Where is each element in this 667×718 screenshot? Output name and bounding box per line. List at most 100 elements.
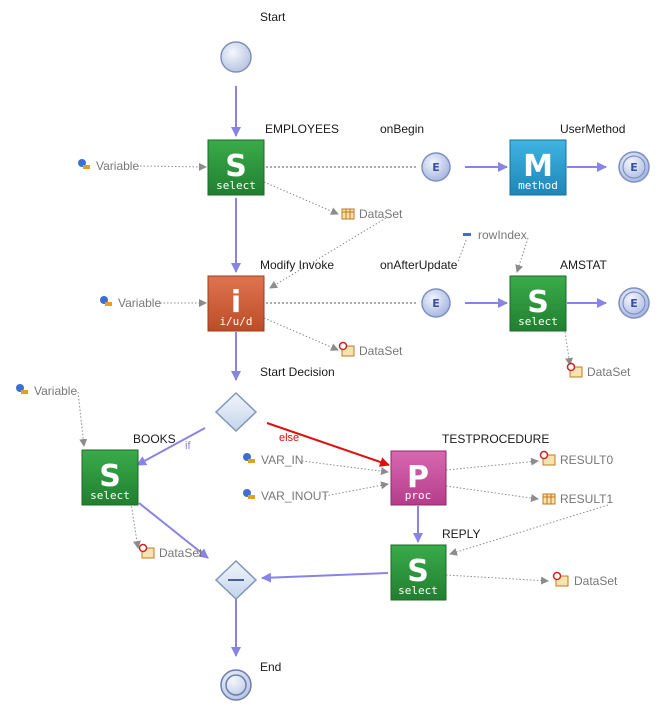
- result0-item[interactable]: RESULT0: [539, 450, 614, 468]
- var-inout-item[interactable]: VAR_INOUT: [243, 489, 329, 503]
- variable-icon: [243, 489, 255, 499]
- books-select-node[interactable]: S select: [81, 449, 139, 506]
- row-index-item[interactable]: rowIndex: [463, 228, 527, 242]
- edge-decision-books[interactable]: [136, 427, 206, 466]
- user-method-end-event[interactable]: E: [618, 151, 650, 183]
- edge-books-merge[interactable]: [138, 502, 209, 559]
- dataset-result-icon: [552, 571, 569, 587]
- data-edge: [449, 504, 609, 556]
- dataset-item[interactable]: DataSet: [138, 543, 204, 561]
- data-edge: [445, 485, 539, 502]
- else-branch-label: else: [279, 432, 299, 444]
- data-edges: [77, 162, 609, 585]
- iud-glyph: i: [231, 285, 241, 320]
- dataset-label: DataSet: [574, 574, 618, 588]
- dataset-result-icon: [338, 341, 355, 357]
- variable-item[interactable]: Variable: [78, 159, 139, 173]
- node-type-label: select: [518, 315, 558, 328]
- merge-gateway[interactable]: [214, 559, 258, 601]
- select-glyph: S: [99, 459, 121, 494]
- variable-item[interactable]: Variable: [16, 384, 77, 398]
- data-edge: [445, 457, 539, 471]
- reply-select-node[interactable]: S select: [390, 544, 447, 601]
- amstat-select-node[interactable]: S select: [509, 275, 567, 332]
- start-decision-label: Start Decision: [260, 365, 335, 379]
- node-type-label: select: [398, 584, 438, 597]
- edge-decision-testprocedure-else[interactable]: [266, 422, 390, 467]
- onbegin-event[interactable]: E: [421, 152, 451, 182]
- modify-invoke-node[interactable]: i i/u/d: [207, 275, 265, 332]
- testprocedure-proc-node[interactable]: P proc: [390, 450, 447, 506]
- employees-select-node[interactable]: S select: [207, 139, 265, 196]
- testprocedure-label: TESTPROCEDURE: [442, 432, 549, 446]
- select-glyph: S: [407, 554, 429, 589]
- event-glyph: E: [630, 161, 638, 174]
- onafterupdate-event[interactable]: E: [421, 288, 451, 318]
- row-index-label: rowIndex: [478, 228, 527, 242]
- data-edge: [324, 481, 389, 497]
- books-label: BOOKS: [133, 432, 176, 446]
- start-event[interactable]: [220, 41, 252, 73]
- start-label: Start: [260, 10, 286, 24]
- node-type-label: select: [90, 489, 130, 502]
- select-glyph: S: [527, 285, 549, 320]
- edge-reply-merge[interactable]: [261, 572, 389, 583]
- dataset-result-icon: [138, 543, 155, 559]
- data-edge: [301, 460, 389, 476]
- table-icon: [341, 208, 355, 220]
- select-glyph: S: [225, 149, 247, 184]
- dataset-item[interactable]: DataSet: [566, 362, 632, 380]
- node-type-label: i/u/d: [219, 315, 252, 328]
- event-glyph: E: [432, 161, 440, 174]
- dataset-item[interactable]: DataSet: [341, 207, 403, 221]
- table-icon: [542, 493, 556, 505]
- amstat-label: AMSTAT: [560, 258, 608, 272]
- node-type-label: method: [518, 179, 558, 192]
- dataset-item[interactable]: DataSet: [552, 571, 619, 589]
- node-type-label: select: [216, 179, 256, 192]
- result1-label: RESULT1: [560, 492, 613, 506]
- data-edge: [564, 331, 573, 366]
- data-edge: [457, 239, 467, 263]
- amstat-end-event[interactable]: E: [618, 287, 650, 319]
- var-in-label: VAR_IN: [261, 453, 303, 467]
- variable-item[interactable]: Variable: [100, 296, 161, 310]
- onbegin-label: onBegin: [380, 122, 424, 136]
- reply-label: REPLY: [442, 527, 480, 541]
- var-in-item[interactable]: VAR_IN: [243, 453, 303, 467]
- data-edge: [130, 502, 141, 549]
- dataset-label: DataSet: [587, 365, 631, 379]
- variable-icon: [243, 453, 255, 463]
- user-method-node[interactable]: M method: [509, 139, 567, 196]
- end-label: End: [260, 660, 281, 674]
- end-event[interactable]: [220, 669, 252, 701]
- var-inout-label: VAR_INOUT: [261, 489, 329, 503]
- result0-label: RESULT0: [560, 453, 613, 467]
- event-glyph: E: [630, 297, 638, 310]
- data-edge: [263, 317, 339, 351]
- data-edge: [263, 181, 339, 215]
- proc-glyph: P: [407, 460, 429, 495]
- data-edge: [515, 237, 529, 273]
- result1-item[interactable]: RESULT1: [542, 492, 613, 506]
- dataset-label: DataSet: [359, 344, 403, 358]
- data-edge: [269, 217, 387, 289]
- onafterupdate-label: onAfterUpdate: [380, 258, 458, 272]
- variable-icon: [100, 296, 112, 306]
- event-glyph: E: [432, 297, 440, 310]
- start-decision-gateway[interactable]: [214, 391, 258, 433]
- employees-label: EMPLOYEES: [265, 122, 339, 136]
- flow-edges: [136, 86, 607, 657]
- dataset-item[interactable]: DataSet: [338, 341, 404, 359]
- dataset-result-icon: [539, 450, 556, 466]
- node-type-label: proc: [405, 489, 432, 502]
- data-edge: [77, 391, 88, 447]
- variable-label: Variable: [118, 296, 161, 310]
- dataset-result-icon: [566, 362, 583, 378]
- row-index-icon: [463, 233, 471, 236]
- dataset-label: DataSet: [159, 546, 203, 560]
- user-method-label: UserMethod: [560, 122, 625, 136]
- variable-label: Variable: [96, 159, 139, 173]
- variable-icon: [78, 159, 90, 169]
